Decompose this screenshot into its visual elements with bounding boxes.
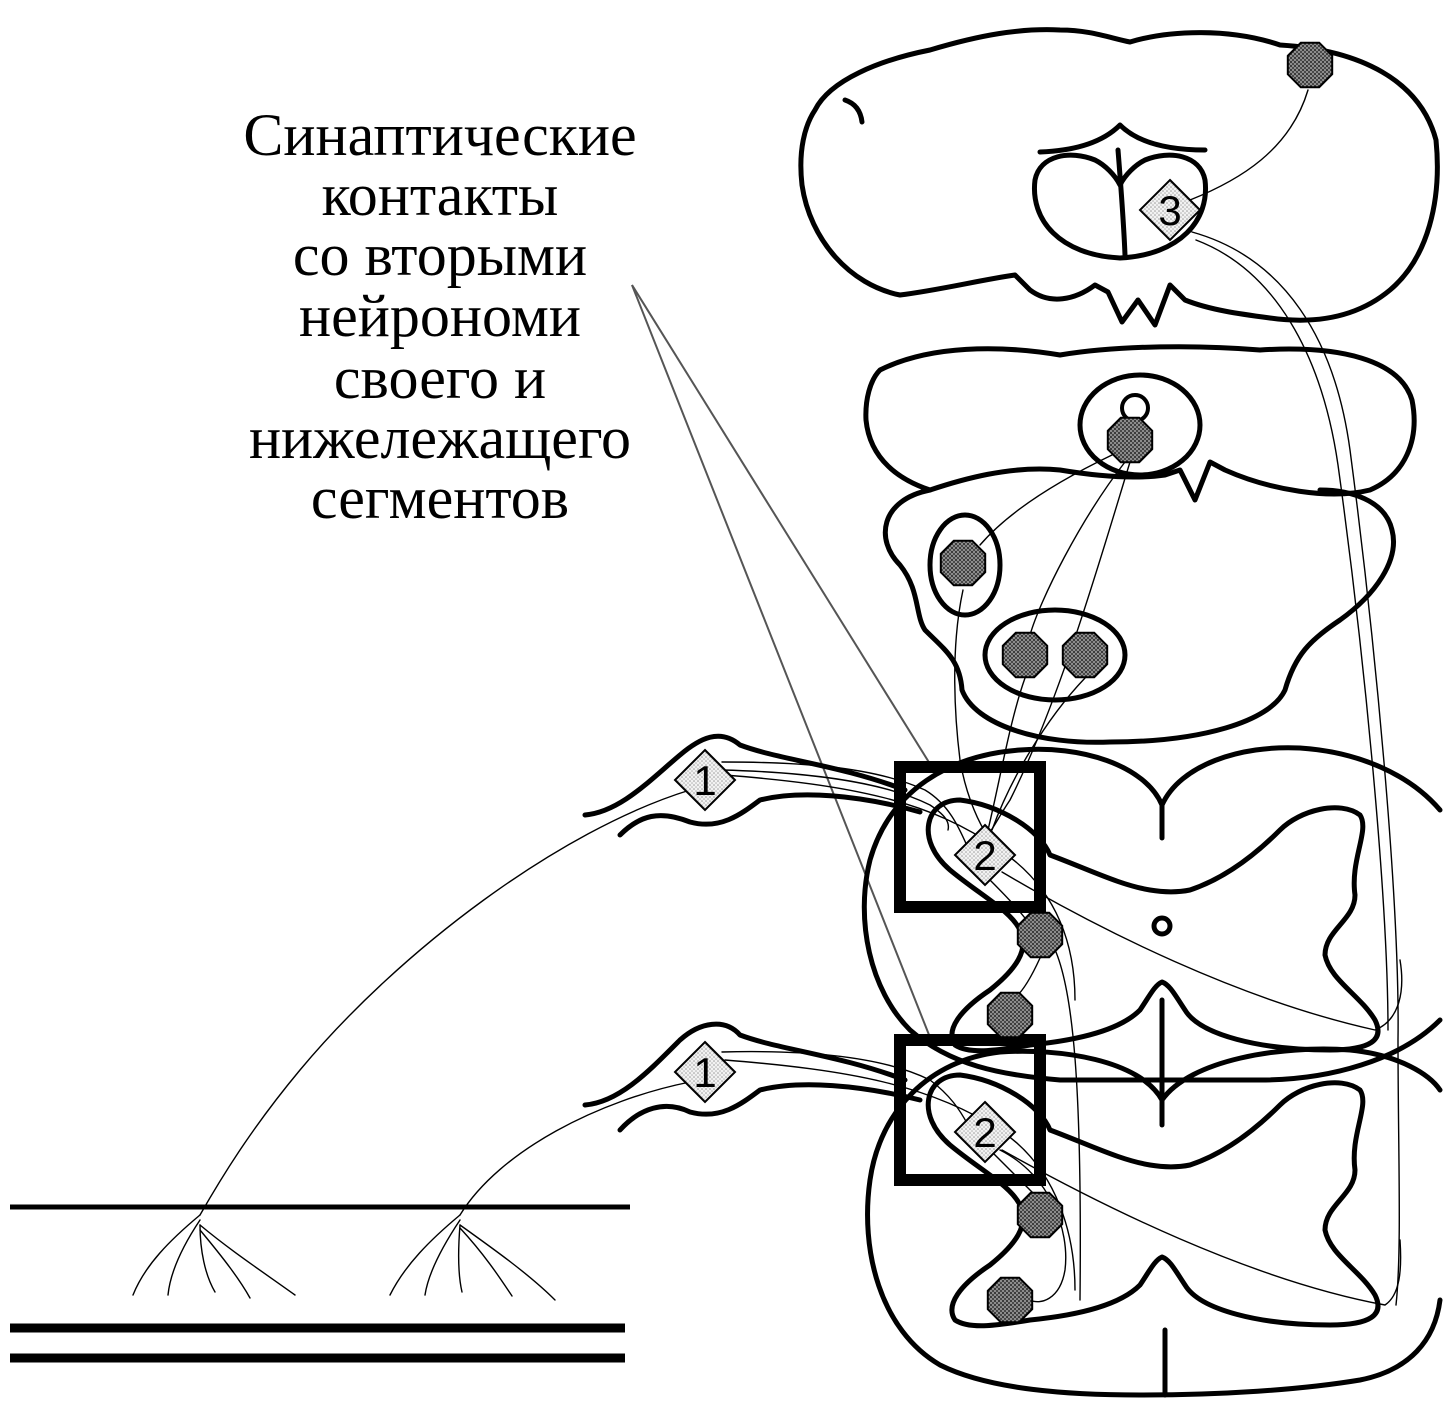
upper-peripheral-fiber	[133, 790, 690, 1298]
pointer-line-lower	[632, 285, 935, 1050]
caption: Синаптические контакты со вторыми нейрон…	[243, 102, 636, 531]
lower-segment-interneuron-octagon	[1018, 1193, 1062, 1237]
lower-dorsal-root-top	[585, 1024, 905, 1105]
second-order-neuron-upper: 2	[955, 825, 1015, 885]
caption-line-5: своего и	[334, 345, 546, 411]
cortical-neuron-octagon	[1288, 43, 1332, 87]
lower-peripheral-fiber	[390, 1082, 690, 1300]
first-order-neuron-lower: 1	[675, 1042, 735, 1102]
upper-segment-interneuron-octagon	[1018, 913, 1062, 957]
neuron-label: 3	[1158, 187, 1181, 234]
lateral-neuron-octagon	[941, 541, 985, 585]
lower-dorsal-root-bottom	[620, 1085, 920, 1130]
upper-segment-motor-neuron-octagon	[988, 993, 1032, 1037]
medulla-left-notch	[845, 100, 862, 122]
medulla-ventricle-curve	[1040, 125, 1205, 152]
medulla-median-line	[1118, 150, 1125, 255]
pointer-line-upper	[632, 285, 935, 772]
lower-segment-motor-neuron-octagon	[988, 1278, 1032, 1322]
caption-line-1: Синаптические	[243, 102, 636, 168]
upper-dorsal-root-bottom	[620, 795, 920, 835]
neuron-label: 2	[973, 1109, 996, 1156]
pons-neuron-octagon	[1108, 418, 1152, 462]
caption-line-3: со вторыми	[293, 222, 587, 288]
caption-line-2: контакты	[322, 162, 559, 228]
ventral-neuron-octagon-right	[1063, 633, 1107, 677]
ventral-neuron-octagon-left	[1003, 633, 1047, 677]
neuron-label: 1	[693, 1049, 716, 1096]
first-order-neuron-upper: 1	[675, 750, 735, 810]
caption-line-6: нижележащего	[249, 405, 631, 471]
upper-spinal-segment-right-edge	[1162, 748, 1440, 810]
neuron-label: 1	[693, 757, 716, 804]
upper-dorsal-root-top	[585, 736, 905, 815]
neuron-label: 2	[973, 832, 996, 879]
caption-line-4: нейрономи	[299, 283, 581, 349]
caption-line-7: сегментов	[311, 465, 569, 531]
central-canal-upper	[1154, 918, 1170, 934]
